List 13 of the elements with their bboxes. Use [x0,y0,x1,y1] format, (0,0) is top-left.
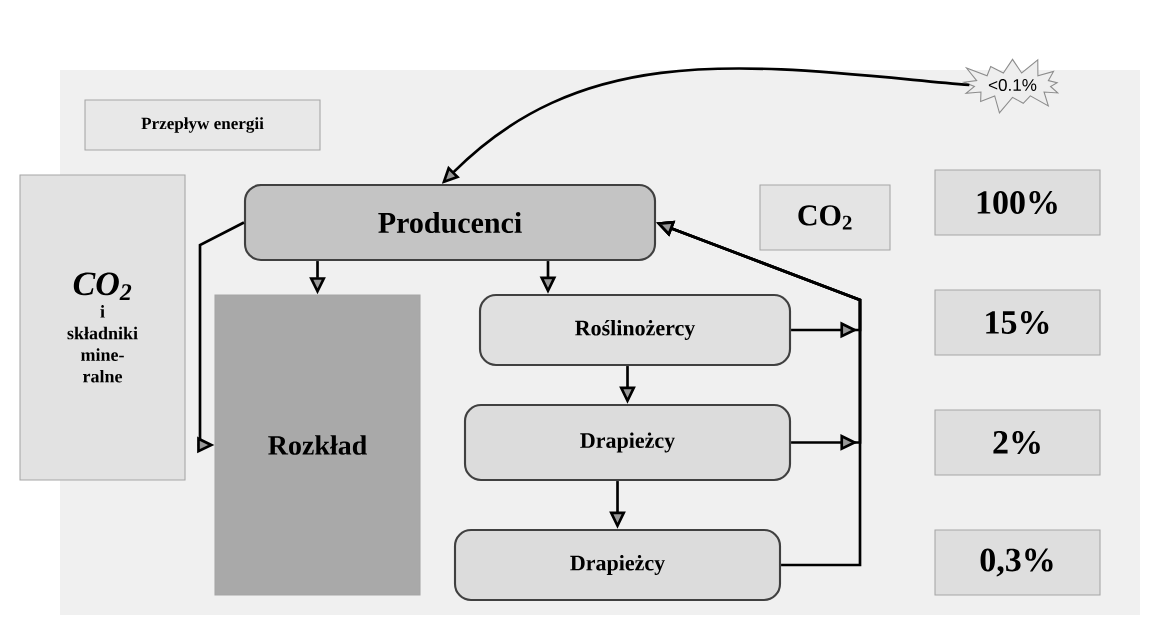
process-box: Roślinożercy [478,293,792,367]
percent-box: 100% [934,169,1101,236]
text-box: CO$_{2}$ i składniki mine- ralne [19,174,186,481]
process-box: Producenci [243,183,657,262]
process-box: Drapieżcy [463,403,792,482]
starburst: <0.1% [961,58,1060,114]
heading-box: Przepływ energii [84,99,321,151]
percent-box: 0,3% [934,529,1101,596]
text-box: CO$_{2}$ [759,184,891,251]
percent-box: 2% [934,409,1101,476]
process-box: Drapieżcy [453,528,782,602]
percent-box: 15% [934,289,1101,356]
process-box: Rozkład [214,294,421,596]
